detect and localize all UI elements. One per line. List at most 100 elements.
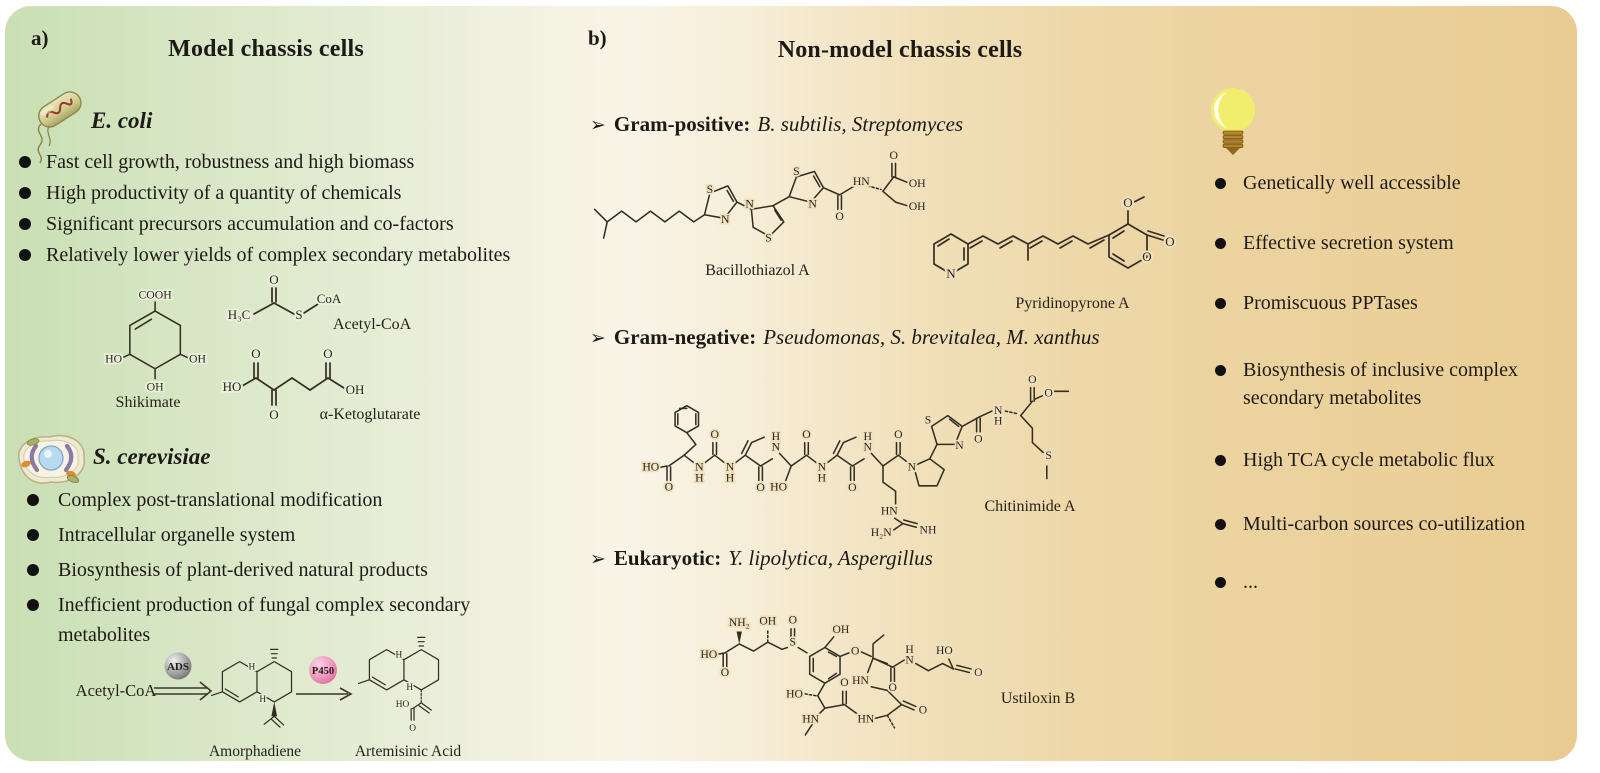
artemisinin-pathway-diagram: Acetyl-CoA ADS H H Amorphadiene P450 [76,636,462,760]
yeast-cell-icon [17,435,85,484]
svg-text:N: N [772,441,781,454]
bullet-dot [1215,455,1226,466]
ecoli-bacterium-icon [37,91,82,164]
molecule-label: Chitinimide A [984,498,1076,515]
svg-text:H: H [396,651,403,661]
molecule-label: Pyridinopyrone A [1015,295,1130,312]
svg-text:NH: NH [920,524,937,537]
svg-text:O: O [721,666,729,679]
svg-text:HO: HO [396,700,410,710]
list-item: Intracellular organelle system [27,520,527,550]
svg-text:O: O [919,704,927,717]
svg-text:O: O [1142,249,1151,264]
molecule-ketoglutarate: HO O O O OH [221,344,367,424]
enzyme-ads-sphere [164,652,192,680]
svg-text:H: H [726,471,735,484]
svg-text:OH: OH [189,352,206,365]
molecule-label: Ustiloxin B [1000,690,1076,707]
svg-text:O: O [974,433,982,446]
molecule-label: Acetyl-CoA [333,316,412,333]
panel-a-label: a) [31,26,49,50]
svg-text:H: H [406,683,413,693]
molecule-shikimate: COOH HO OH OH [103,287,208,396]
svg-text:S: S [1045,449,1052,462]
svg-text:N: N [955,439,964,452]
svg-text:H₃C: H₃C [228,307,251,322]
svg-text:N: N [818,461,827,474]
svg-text:O: O [848,481,856,494]
arrow-bullet-icon: ➢ [590,549,606,570]
svg-text:N: N [908,461,917,474]
bullet-dot [1215,298,1226,309]
svg-text:H: H [772,430,781,443]
svg-text:HO: HO [936,644,953,657]
svg-text:S: S [707,183,714,196]
svg-text:HO: HO [642,461,659,474]
svg-text:HN: HN [852,674,869,687]
list-item: High productivity of a quantity of chemi… [19,178,579,208]
svg-text:HO: HO [770,480,787,493]
svg-text:N: N [863,441,872,454]
group-heading-gram-positive: ➢Gram-positive:B. subtilis, Streptomyces [590,112,964,136]
svg-text:O: O [889,149,897,162]
ecoli-name: E. coli [91,108,153,133]
svg-text:S: S [790,636,796,649]
svg-text:OH: OH [909,200,926,213]
svg-text:OH: OH [147,380,164,393]
list-item: Complex post-translational modification [27,485,527,515]
molecule-pyridinopyrone-a: N O O O [933,193,1177,283]
svg-text:H: H [259,695,266,705]
panel-b-title: Non-model chassis cells [777,37,1023,63]
svg-text:O: O [251,346,260,361]
list-item: Relatively lower yields of complex secon… [19,240,579,270]
bullet-dot [19,156,31,168]
pathway-product-label: Artemisinic Acid [355,743,462,760]
svg-text:N: N [745,198,754,211]
arrow-bullet-icon: ➢ [590,115,606,136]
svg-text:N: N [994,404,1003,417]
svg-text:OH: OH [909,177,926,190]
svg-text:HN: HN [881,505,898,518]
molecule-label: Shikimate [115,394,181,411]
arrow-bullet-icon: ➢ [590,328,606,349]
bullet-dot [1215,238,1226,249]
bullet-dot [27,564,39,576]
svg-text:OH: OH [833,623,850,636]
svg-text:O: O [1123,195,1132,210]
svg-text:HN: HN [802,712,819,725]
enzyme-ads-label: ADS [167,661,189,673]
svg-text:H₂N: H₂N [871,526,893,539]
panel-b-label: b) [588,26,607,50]
svg-text:HO: HO [701,648,718,661]
bullet-dot [1215,178,1226,189]
svg-text:NH₂: NH₂ [729,616,750,629]
svg-text:O: O [1165,234,1174,249]
svg-text:H: H [695,471,704,484]
advantage-item: Effective secretion system [1215,229,1549,257]
svg-text:O: O [409,724,416,734]
svg-text:H: H [994,415,1003,428]
molecule-acetyl-coa: H₃C O S CoA [226,270,344,324]
molecule-artemisinic-acid: H H HO O [357,636,440,735]
svg-text:N: N [726,461,735,474]
bullet-dot [27,529,39,541]
advantage-item: ... [1215,568,1549,596]
enzyme-p450-label: P450 [312,666,334,677]
molecule-ustiloxin-b: HO O NH₂ OH S O OH O HN O HN HO O HO HN … [699,612,984,736]
svg-text:HO: HO [105,352,122,365]
bullet-dot [19,218,31,230]
molecule-bacillothiazol-a: S N N S S N O HN O OH OH [593,147,928,247]
pathway-intermediate-label: Amorphadiene [209,743,301,760]
svg-text:O: O [840,676,848,689]
svg-text:COOH: COOH [138,288,172,301]
molecule-chitinimide-a: HO O NH O NH O HN HO O NH O HN HN H₂N NH… [641,371,1070,541]
yeast-name: S. cerevisiae [93,444,211,469]
group-heading-eukaryotic: ➢Eukaryotic:Y. lipolytica, Aspergillus [590,546,933,570]
advantage-item: High TCA cycle metabolic flux [1215,446,1549,474]
pathway-substrate-label: Acetyl-CoA [76,681,157,700]
svg-text:HO: HO [786,687,803,700]
svg-text:N: N [808,198,817,211]
svg-text:O: O [1028,373,1036,386]
svg-text:O: O [665,480,673,493]
svg-text:O: O [802,428,810,441]
